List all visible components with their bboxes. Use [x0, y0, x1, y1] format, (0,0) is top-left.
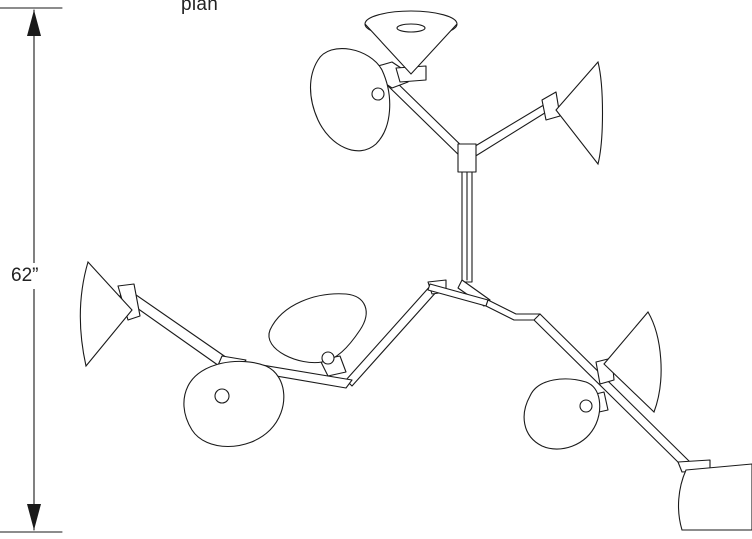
right-arms [485, 299, 711, 473]
view-label: plan [181, 0, 219, 15]
dimension-label: 62” [10, 263, 40, 289]
right-shades [523, 311, 752, 531]
upper-arms [377, 61, 561, 173]
arrow-down-icon [27, 504, 41, 530]
upper-shades [310, 10, 604, 166]
arrow-up-icon [27, 10, 41, 36]
left-shades [79, 260, 367, 448]
center-stem [457, 169, 491, 307]
